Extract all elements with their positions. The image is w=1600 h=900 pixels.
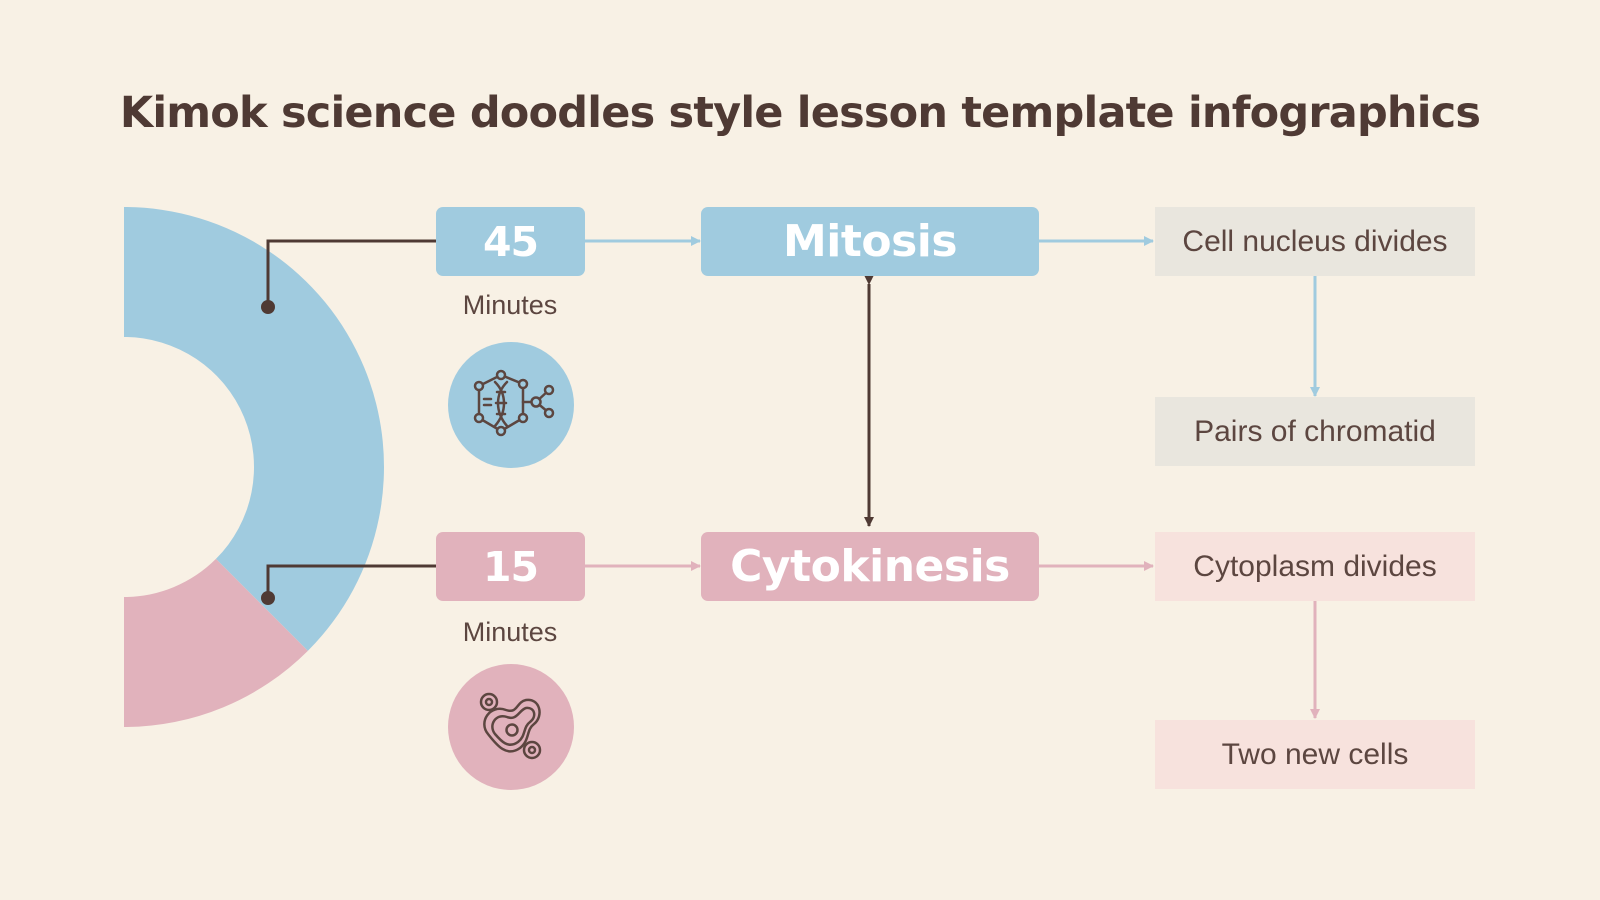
page-title: Kimok science doodles style lesson templ… — [119, 88, 1481, 138]
stage-box-mitosis: Mitosis — [701, 207, 1039, 276]
leader-line-mitosis — [266, 239, 436, 307]
result-text: Cytoplasm divides — [1193, 549, 1437, 583]
ring-segment-cytokinesis — [124, 558, 308, 727]
result-text: Two new cells — [1221, 737, 1409, 771]
leader-dot-mitosis — [261, 300, 275, 314]
result-text: Pairs of chromatid — [1194, 414, 1436, 448]
result-box-cell-nucleus: Cell nucleus divides — [1155, 207, 1475, 276]
leader-dot-cytokinesis — [261, 591, 275, 605]
stage-name: Cytokinesis — [730, 541, 1010, 592]
dividing-cells-icon — [448, 664, 574, 790]
duration-unit-label: Minutes — [462, 290, 558, 320]
duration-box-cytokinesis: 15 — [436, 532, 585, 601]
result-box-two-cells: Two new cells — [1155, 720, 1475, 789]
leader-line-cytokinesis — [266, 564, 436, 598]
ring-segment-mitosis — [124, 207, 385, 651]
duration-value: 15 — [482, 542, 539, 591]
duration-value: 45 — [482, 217, 539, 266]
dna-molecule-icon — [448, 342, 574, 468]
duration-box-mitosis: 45 — [436, 207, 585, 276]
result-box-cytoplasm: Cytoplasm divides — [1155, 532, 1475, 601]
stage-box-cytokinesis: Cytokinesis — [701, 532, 1039, 601]
result-box-chromatid: Pairs of chromatid — [1155, 397, 1475, 466]
result-text: Cell nucleus divides — [1182, 224, 1448, 258]
stage-name: Mitosis — [782, 216, 958, 267]
duration-unit-label: Minutes — [462, 617, 558, 647]
